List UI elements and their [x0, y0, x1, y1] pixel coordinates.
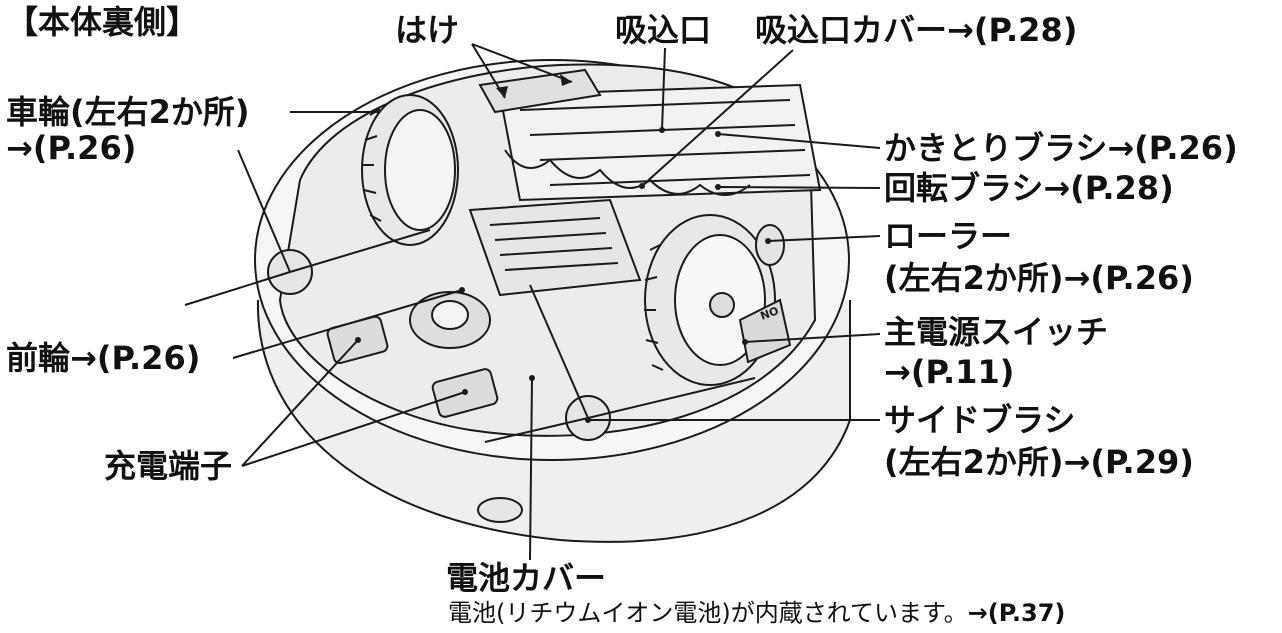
leader-juden-2 [241, 391, 466, 467]
leader-dots [355, 127, 771, 423]
right-roller [755, 224, 785, 266]
label-hake: はけ [395, 11, 460, 49]
brush-cover-scallops [504, 149, 751, 196]
bottom-foot [477, 497, 523, 523]
label-juden-tanshi: 充電端子 [104, 447, 233, 485]
switch-mark: NO [759, 304, 781, 323]
suction-inlet-box [498, 83, 822, 202]
main-switch-body [738, 298, 792, 364]
section-title: 【本体裏側】 [6, 3, 199, 41]
leader-kaiten [717, 186, 881, 189]
label-sharin-line2: →(P.26) [6, 129, 137, 167]
label-battery-cover: 電池カバー [446, 559, 607, 597]
label-sharin-line1: 車輪(左右2か所) [6, 93, 250, 131]
leader-suikomiguchi [661, 47, 666, 131]
label-main-switch-line1: 主電源スイッチ [884, 313, 1109, 351]
leader-battery-cover [529, 377, 533, 561]
battery-note-ref: →(P.37) [967, 599, 1066, 627]
leader-roller [767, 235, 881, 242]
label-side-brush-line1: サイドブラシ [884, 401, 1076, 439]
leader-kakitori [717, 133, 881, 149]
label-kakitori-brush: かきとりブラシ→(P.26) [884, 129, 1238, 167]
label-side-brush-line2: (左右2か所)→(P.29) [884, 443, 1194, 481]
label-roller-line2: (左右2か所)→(P.26) [884, 259, 1194, 297]
leader-juden-1 [241, 339, 359, 467]
battery-note: 電池(リチウムイオン電池)が内蔵されています。→(P.37) [448, 598, 1065, 628]
hake-arrowheads [496, 74, 572, 98]
label-main-switch-line2: →(P.11) [884, 353, 1015, 391]
leader-hake-2 [471, 43, 573, 83]
label-suikomiguchi-cover: 吸込口カバー→(P.28) [755, 11, 1078, 49]
leader-zenrin [232, 289, 463, 359]
label-roller-line1: ローラー [884, 217, 1013, 255]
battery-note-text: 電池(リチウムイオン電池)が内蔵されています。 [448, 599, 968, 627]
label-zenrin: 前輪→(P.26) [6, 339, 201, 377]
leader-lines [232, 43, 881, 561]
label-suikomiguchi: 吸込口 [615, 11, 712, 49]
leader-main-switch [744, 333, 881, 343]
battery-cover [468, 198, 642, 297]
leader-suikomiguchi-cover [641, 49, 794, 187]
left-side-brush-group [184, 149, 431, 306]
left-wheel-group [361, 94, 459, 246]
label-kaiten-brush: 回転ブラシ→(P.28) [884, 169, 1174, 207]
